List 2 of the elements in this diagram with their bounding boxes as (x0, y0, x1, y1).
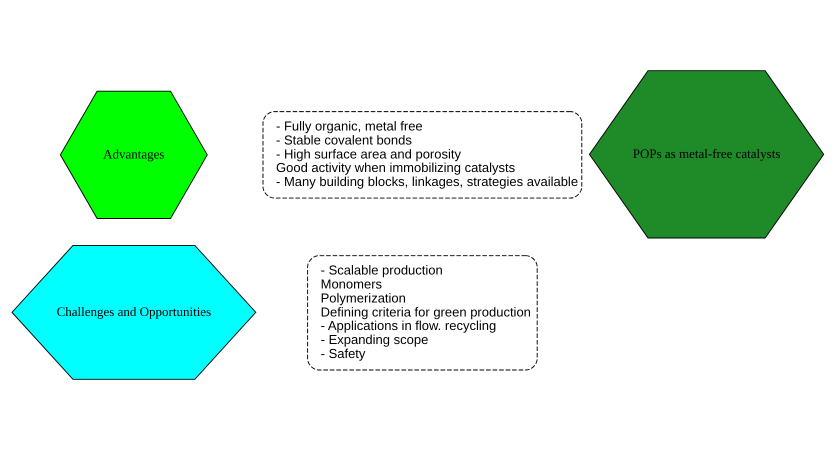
node-box: - Fully organic, metal free - Stable covalent bonds - High surface area and porosity Good activity when immobilizing catalysts - Many building blocks, linkages, strategies available (262, 111, 582, 198)
node-box: - Scalable production Monomers Polymerization Defining criteria for green production - Applications in flow. recycling - Expanding scope - Safety (307, 255, 538, 370)
